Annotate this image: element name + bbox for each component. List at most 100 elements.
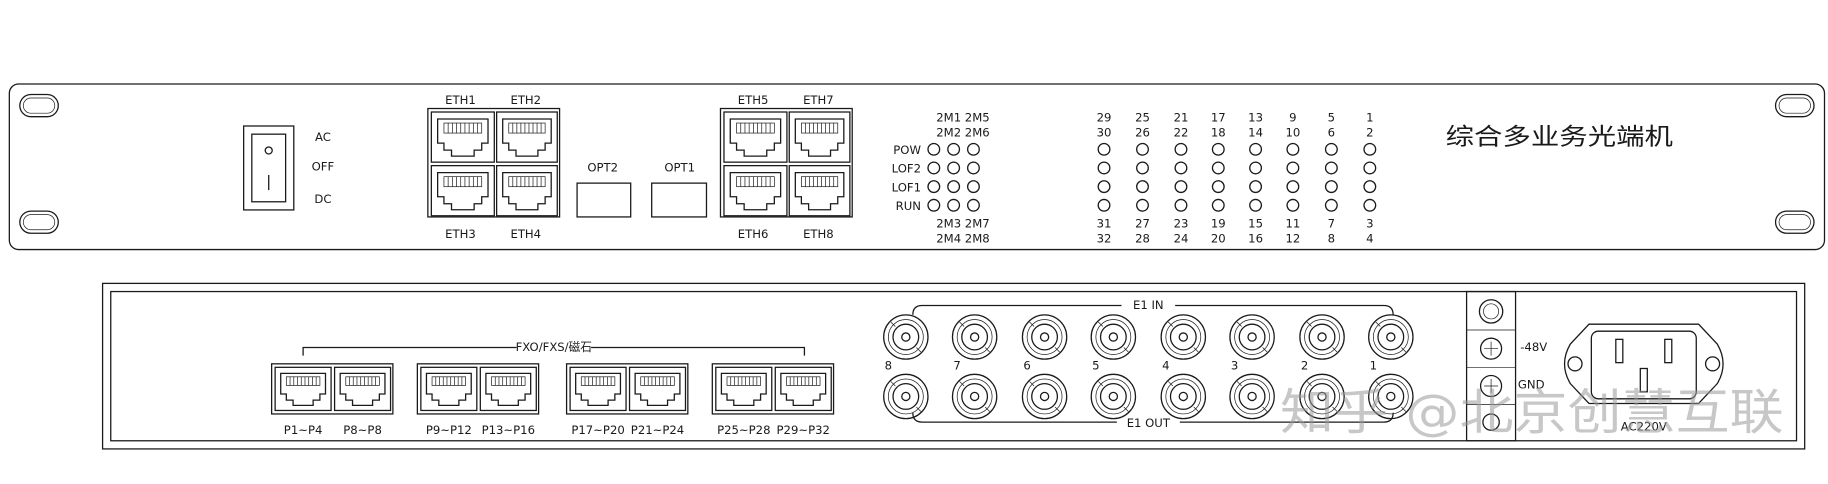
channel-led-number: 18 xyxy=(1211,125,1226,139)
bnc-center-pin xyxy=(1039,332,1050,342)
phone-port xyxy=(420,366,478,412)
bnc-outer-ring xyxy=(1021,373,1068,420)
led-indicator xyxy=(1136,161,1149,175)
bnc-outer-ring xyxy=(883,314,929,360)
port-socket xyxy=(794,171,845,211)
status-led-row-label: POW xyxy=(893,143,921,157)
bnc-lug xyxy=(1375,381,1381,387)
bnc-lug xyxy=(1193,406,1199,412)
terminal-screw-icon xyxy=(1479,374,1503,398)
dc-terminal-block xyxy=(1465,290,1517,442)
eth-left-block xyxy=(427,107,561,218)
led-indicator xyxy=(1097,161,1111,175)
led-indicator xyxy=(1211,142,1225,156)
led-indicator xyxy=(1174,161,1188,175)
eth7-port xyxy=(788,111,851,163)
port-contacts xyxy=(801,122,839,134)
port-socket xyxy=(729,118,782,157)
bnc-nut xyxy=(1095,378,1132,415)
switch-label-off: OFF xyxy=(312,159,335,173)
channel-led-number: 31 xyxy=(1097,216,1112,230)
dc-gnd-label: GND xyxy=(1518,377,1545,391)
bnc-body xyxy=(961,323,989,351)
port-outline xyxy=(274,366,332,412)
bnc-center-pin xyxy=(969,391,980,402)
eth1-port xyxy=(430,111,495,163)
phone-port-block xyxy=(416,363,540,415)
channel-led-number: 22 xyxy=(1174,125,1189,139)
bnc-center-pin xyxy=(1247,391,1257,402)
e1-channel-number: 8 xyxy=(885,359,892,373)
rack-mount-slot-bottom-right xyxy=(1774,210,1815,234)
channel-led-number: 3 xyxy=(1366,216,1373,230)
channel-led-number: 11 xyxy=(1285,216,1300,230)
e1-in-connector xyxy=(1090,314,1137,360)
phone-port xyxy=(569,366,627,412)
e1-in-connector xyxy=(1160,314,1207,360)
rear-panel-outline xyxy=(101,282,1806,450)
channel-led-number: 17 xyxy=(1211,110,1226,124)
port-outline xyxy=(495,164,558,217)
e1-channel-number: 4 xyxy=(1162,359,1169,373)
e1-in-connector xyxy=(1368,314,1414,360)
status-led-row-label: LOF2 xyxy=(892,162,921,176)
channel-led-number: 13 xyxy=(1248,110,1263,124)
port-contacts xyxy=(736,176,775,188)
power-switch-rocker xyxy=(251,133,287,203)
bnc-center-pin xyxy=(1108,332,1119,342)
front-panel-outline xyxy=(8,83,1826,251)
eth4-port xyxy=(495,164,558,217)
led-indicator xyxy=(947,161,961,175)
port-socket xyxy=(794,118,845,157)
channel-led-number: 2 xyxy=(1366,125,1373,139)
eth6-label: ETH6 xyxy=(738,227,769,241)
bnc-lug xyxy=(1167,381,1174,387)
phone-port-label: P8~P8 xyxy=(343,423,382,437)
bnc-lug xyxy=(1375,321,1381,327)
channel-led-number: 30 xyxy=(1097,125,1112,139)
mount-hole-icon xyxy=(1567,356,1583,372)
bnc-nut xyxy=(888,319,924,355)
phone-port xyxy=(628,366,687,412)
bnc-nut xyxy=(1234,319,1270,355)
led-indicator xyxy=(1249,161,1263,175)
led-indicator xyxy=(1136,198,1149,212)
phone-port-block xyxy=(270,363,394,415)
led-indicator xyxy=(1363,180,1377,194)
bnc-lug xyxy=(916,347,922,353)
port-contacts xyxy=(443,176,483,188)
phone-ports-label: FXO/FXS/磁石 xyxy=(516,340,592,354)
eth-right-block xyxy=(719,107,853,218)
live-pin xyxy=(1615,338,1624,364)
bnc-lug xyxy=(890,381,896,387)
channel-led-number: 23 xyxy=(1174,216,1189,230)
channel-led-number: 14 xyxy=(1248,125,1263,139)
channel-led-number: 6 xyxy=(1328,125,1335,139)
switch-label-ac: AC xyxy=(315,130,331,144)
bnc-center-pin xyxy=(1317,332,1327,342)
port-contacts xyxy=(345,376,380,386)
bnc-lug xyxy=(1097,381,1104,387)
channel-led-number: 25 xyxy=(1135,110,1150,124)
bnc-outer-ring xyxy=(1090,314,1137,360)
phone-port-label: P25~P28 xyxy=(717,423,770,437)
port-socket xyxy=(502,171,552,211)
watermark: 知乎 @北京创慧互联 xyxy=(1280,384,1784,441)
led-indicator xyxy=(1249,142,1263,156)
led-indicator xyxy=(1363,198,1377,212)
channel-led-number: 20 xyxy=(1211,232,1226,246)
e1-in-bracket xyxy=(912,304,1394,315)
phone-ports-bracket xyxy=(302,346,806,356)
led-indicator xyxy=(1097,142,1111,156)
bnc-outer-ring xyxy=(951,314,998,360)
eth7-label: ETH7 xyxy=(803,93,834,107)
eth2-port xyxy=(495,111,558,163)
status-led-footer-2: 2M4 2M8 xyxy=(936,232,989,246)
port-outline xyxy=(723,111,788,163)
bnc-center-pin xyxy=(1386,391,1396,402)
phone-port xyxy=(479,366,537,412)
port-socket xyxy=(502,118,552,157)
bnc-lug xyxy=(890,321,896,327)
bnc-nut xyxy=(1026,319,1063,355)
